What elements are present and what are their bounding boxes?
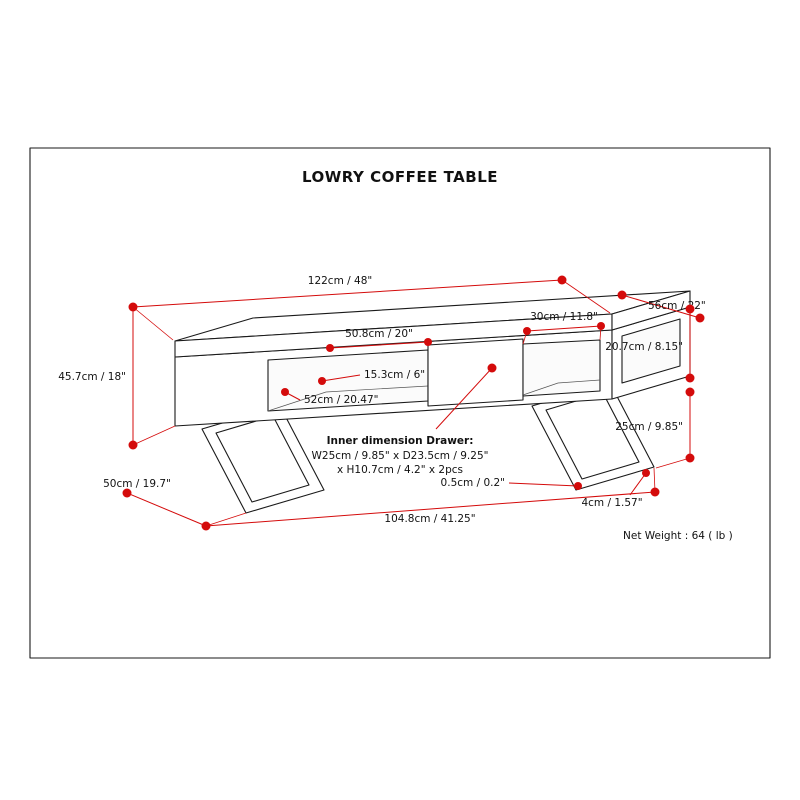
page-title: LOWRY COFFEE TABLE <box>302 168 498 186</box>
ext-line <box>655 457 691 469</box>
dim-dot <box>695 313 705 323</box>
dim-dot <box>650 487 660 497</box>
dim-dot <box>574 482 582 490</box>
drawer-front <box>427 338 524 407</box>
ext-line <box>205 512 247 527</box>
dim-label-top-depth: 56cm / 22" <box>648 300 706 312</box>
dim-dot <box>685 387 695 397</box>
dim-label-leg-span: 104.8cm / 41.25" <box>384 513 475 525</box>
dim-line-drawer-width <box>329 341 429 349</box>
dim-dot <box>685 373 695 383</box>
right-shelf-opening <box>522 339 601 397</box>
ext-line <box>132 425 176 446</box>
dim-label-metal-thickness: 0.5cm / 0.2" <box>441 477 505 489</box>
dim-dot <box>326 344 334 352</box>
dim-label-left-opening-width: 52cm / 20.47" <box>304 394 378 406</box>
dim-line-top-depth <box>621 294 701 319</box>
diagram-border <box>29 147 771 659</box>
leader-opening-height <box>321 374 361 382</box>
right-end-opening <box>621 318 681 384</box>
left-shelf-interior-line <box>267 385 429 412</box>
dim-label-side-height: 20.7cm / 8.15" <box>605 341 683 353</box>
right-leg-inner <box>545 392 640 480</box>
dim-dot <box>523 327 531 335</box>
net-weight-label: Net Weight : 64 ( lb ) <box>623 530 733 542</box>
dim-dot <box>281 388 289 396</box>
left-leg-inner <box>215 415 310 503</box>
dim-label-leg-height: 25cm / 9.85" <box>615 421 683 433</box>
dim-dot <box>424 338 432 346</box>
coffee-table-drawing <box>174 290 691 514</box>
dim-line-leg-span <box>205 491 656 527</box>
dim-dot <box>685 453 695 463</box>
dim-label-right-opening-width: 30cm / 11.8" <box>530 311 598 323</box>
dim-label-top-width: 122cm / 48" <box>308 275 372 287</box>
dim-dot <box>642 469 650 477</box>
dim-dot <box>685 304 695 314</box>
dim-dot <box>597 322 605 330</box>
ext-line <box>561 279 611 314</box>
leader-leg-bar-width <box>629 472 647 496</box>
dim-label-leg-bar-width: 4cm / 1.57" <box>581 497 642 509</box>
dim-line-top-width <box>132 279 563 308</box>
dim-label-opening-height: 15.3cm / 6" <box>364 369 425 381</box>
dim-dot <box>128 440 138 450</box>
ext-line <box>132 306 174 341</box>
right-sled-leg <box>531 382 655 491</box>
dim-label-drawer-width: 50.8cm / 20" <box>345 328 413 340</box>
dim-label-overall-height: 45.7cm / 18" <box>58 371 126 383</box>
dimension-annotations: 122cm / 48" 56cm / 22" 45.7cm / 18" 30cm… <box>58 275 706 531</box>
dim-line-leg-bottom-depth <box>126 492 207 527</box>
dim-dot <box>557 275 567 285</box>
drawer-note: Inner dimension Drawer: W25cm / 9.85" x … <box>312 435 489 476</box>
drawer-note-line1: Inner dimension Drawer: <box>327 435 474 447</box>
dim-dot <box>318 377 326 385</box>
dim-dot <box>617 290 627 300</box>
drawer-note-line3: x H10.7cm / 4.2" x 2pcs <box>337 464 463 476</box>
leader-drawer-note <box>435 367 493 430</box>
right-shelf-interior-line <box>522 379 601 396</box>
drawer-note-line2: W25cm / 9.85" x D23.5cm / 9.25" <box>312 450 489 462</box>
dim-label-leg-bottom-depth: 50cm / 19.7" <box>103 478 171 490</box>
leader-metal-thickness <box>508 482 579 487</box>
dim-dot <box>122 488 132 498</box>
dim-dot <box>487 363 497 373</box>
dim-line-right-opening-width <box>526 325 602 332</box>
